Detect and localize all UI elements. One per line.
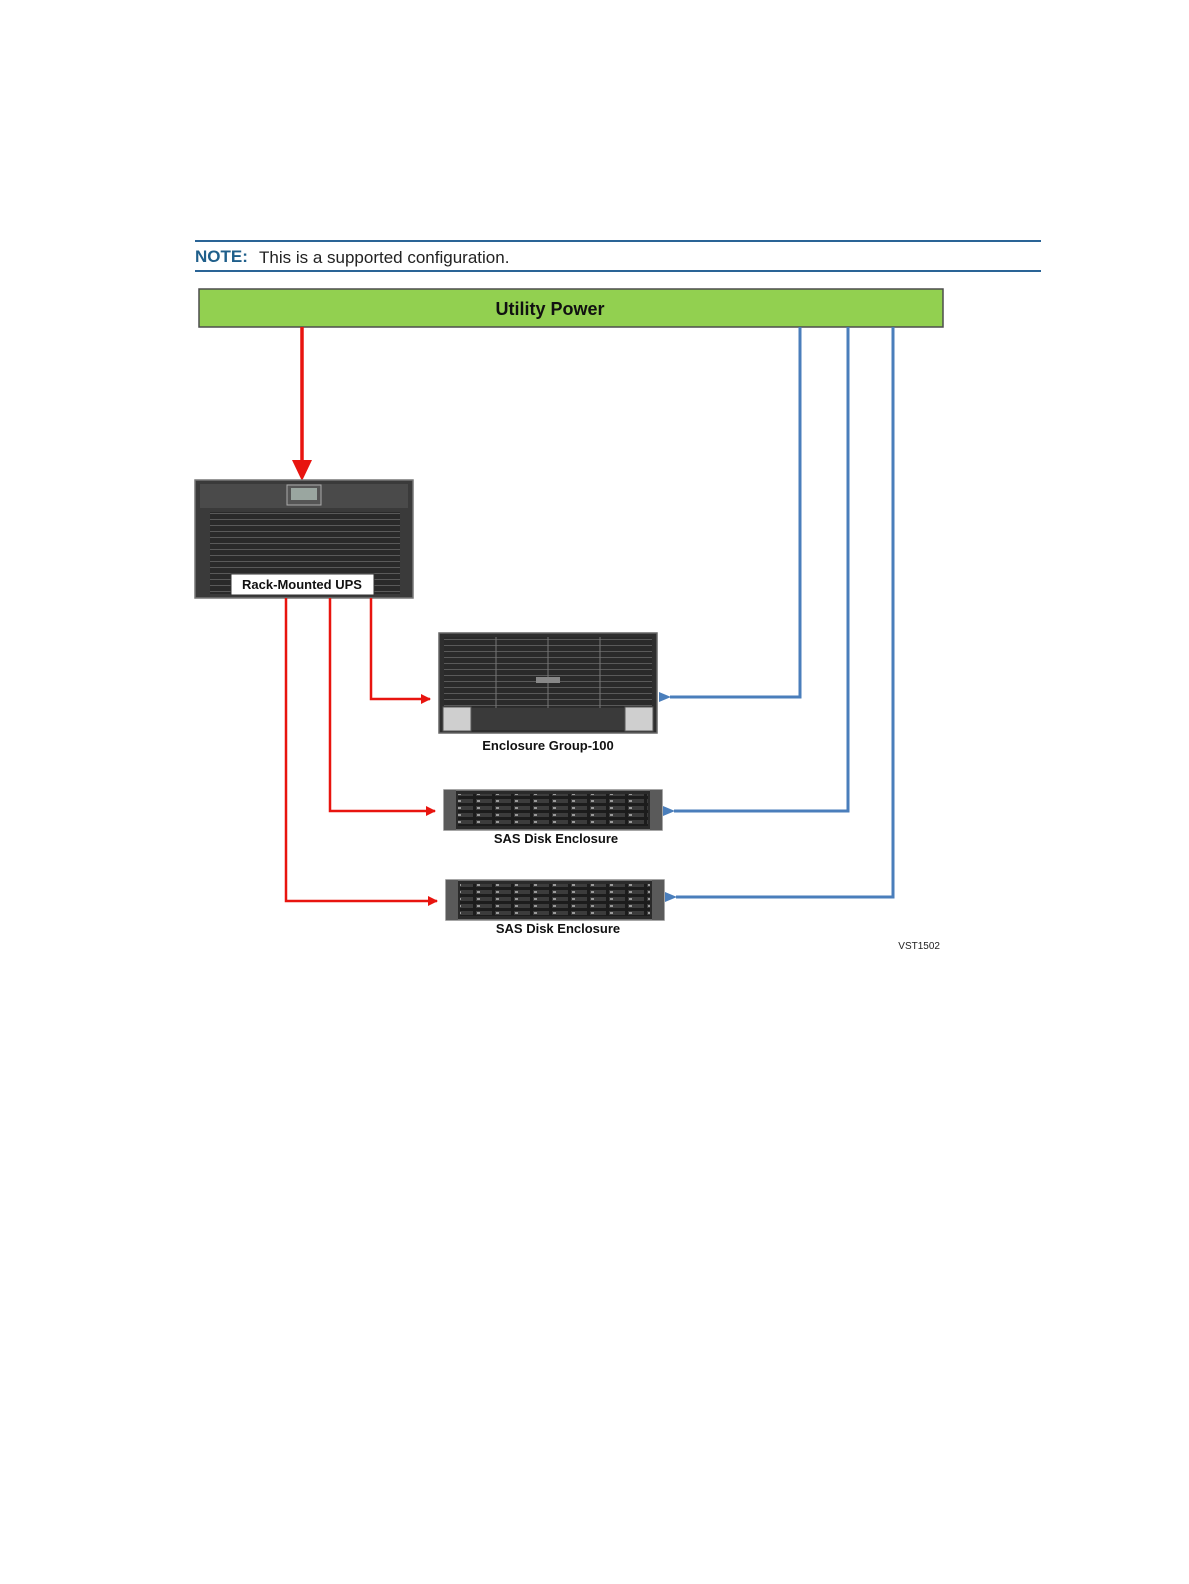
utility-to-enclosure-group-line xyxy=(670,327,800,697)
sas-disk-enclosure-1: SAS Disk Enclosure xyxy=(444,790,662,846)
ups-to-enclosure-group-line xyxy=(371,598,430,699)
figure-id: VST1502 xyxy=(898,941,940,952)
utility-power-label: Utility Power xyxy=(495,299,604,319)
sas-enclosure-2-label: SAS Disk Enclosure xyxy=(496,921,620,936)
ups-to-sas1-line xyxy=(330,598,435,811)
utility-to-sas1-line xyxy=(674,327,848,811)
utility-to-ups-arrowhead xyxy=(292,460,312,481)
ups-to-sas2-line xyxy=(286,598,437,901)
rack-ups: Rack-Mounted UPS xyxy=(195,480,413,598)
enclosure-group-label: Enclosure Group-100 xyxy=(482,738,613,753)
ups-label: Rack-Mounted UPS xyxy=(242,577,362,592)
sas-disk-enclosure-2: SAS Disk Enclosure xyxy=(446,880,664,936)
utility-power-bar: Utility Power xyxy=(199,289,943,327)
enclosure-group-100: Enclosure Group-100 xyxy=(439,633,657,753)
sas-enclosure-1-label: SAS Disk Enclosure xyxy=(494,831,618,846)
